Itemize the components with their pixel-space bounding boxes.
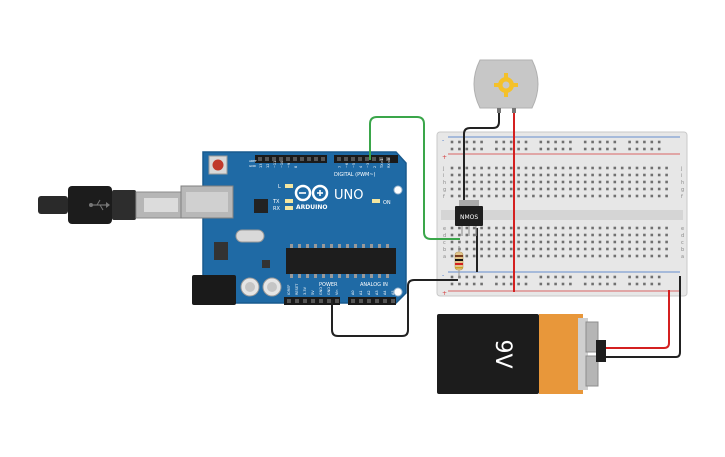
row-letter: h (681, 180, 684, 186)
led-rx-label: RX (273, 206, 280, 212)
digital-pin-label: 8 (294, 166, 298, 168)
row-letter: a (443, 254, 446, 260)
digital-pin-label: 12 (266, 164, 270, 168)
battery-9v[interactable]: 9V (437, 314, 606, 394)
arduino-brand-text: ARDUINO (296, 204, 327, 211)
row-letter: d (681, 233, 684, 239)
analog-pin-label: A1 (359, 290, 363, 295)
analog-pin-label: A2 (367, 290, 371, 295)
analog-pin-label: A5 (391, 290, 395, 295)
power-pin-label: GND (319, 287, 323, 295)
row-letter: h (443, 180, 446, 186)
uno-logo-text: UNO (334, 188, 363, 203)
digital-pin-label: ~11 (273, 161, 277, 168)
digital-pin-label: 13 (259, 164, 263, 168)
aref-label: AREF (249, 159, 257, 163)
digital-pin-label: 4 (359, 165, 363, 168)
power-pin-label: IOREF (287, 285, 291, 295)
power-pin-label: 5V (311, 290, 315, 295)
digital-pin-label: 2 (373, 166, 377, 168)
analog-pin-label: A3 (375, 290, 379, 295)
analog-in-label: ANALOG IN (360, 282, 388, 288)
wire-black-motor[interactable] (463, 110, 500, 212)
wire-black-gnd[interactable] (331, 279, 458, 337)
analog-pin-label: A4 (383, 290, 387, 295)
row-letter: j (442, 166, 444, 172)
digital-pin-label: RX<0 (387, 158, 391, 168)
power-pin-label: 3.3V (303, 286, 307, 295)
rail-plus-bottom: + (442, 290, 447, 297)
analog-pin-labels: A0 A1 A2 A3 A4 A5 (351, 290, 395, 295)
nmos-transistor[interactable]: NMOS (455, 200, 483, 236)
wire-red-battery[interactable] (604, 290, 670, 349)
row-letter: i (681, 173, 682, 179)
row-letter: d (443, 233, 446, 239)
gnd-top-label: GND (249, 164, 257, 168)
row-letter: e (443, 226, 446, 232)
digital-pin-label: ~3 (366, 163, 370, 168)
led-tx-label: TX (272, 199, 280, 205)
reset-button[interactable] (212, 159, 224, 171)
rail-minus-bottom: - (442, 272, 444, 279)
wire-black-battery[interactable] (604, 276, 681, 358)
nmos-label: NMOS (460, 214, 478, 221)
row-letter: j (680, 166, 682, 172)
rail-plus-top: + (442, 154, 447, 161)
row-letter: g (681, 187, 684, 193)
power-pin-label: Vin (335, 289, 339, 295)
digital-pwm-label: DIGITAL (PWM~) (334, 172, 376, 178)
row-letter: c (681, 240, 684, 246)
usb-cable[interactable] (38, 186, 185, 224)
dc-power-jack[interactable] (192, 275, 236, 305)
power-pin-labels: IOREF RESET 3.3V 5V GND GND Vin (287, 283, 339, 295)
dc-motor[interactable] (473, 59, 539, 113)
battery-label: 9V (490, 339, 515, 368)
on-label: ON (383, 200, 391, 206)
row-letter: b (681, 247, 684, 253)
digital-pin-label: ~9 (287, 163, 291, 168)
row-letter: f (443, 194, 445, 200)
usb-icon (89, 199, 110, 211)
arduino-uno-board[interactable]: L TX RX ON UNO ARDUINO DIGITAL (PWM~) PO… (180, 151, 407, 305)
motor-gear-icon (494, 73, 518, 97)
atmega-chip (286, 248, 396, 274)
digital-pin-label: ~6 (345, 163, 349, 168)
row-letter: c (443, 240, 446, 246)
row-letter: a (681, 254, 684, 260)
row-letter: b (443, 247, 446, 253)
wire-green[interactable] (369, 116, 460, 240)
digital-pin-label: TX>1 (380, 158, 384, 169)
row-letter: g (443, 187, 446, 193)
power-header-label: POWER (319, 282, 338, 288)
analog-pin-label: A0 (351, 290, 355, 295)
digital-pin-label: 7 (338, 166, 342, 168)
digital-pin-label: ~10 (280, 161, 284, 168)
arduino-infinity-logo (294, 184, 329, 202)
power-pin-label: GND (327, 287, 331, 295)
breadboard-holes (450, 140, 668, 286)
resistor[interactable] (454, 246, 464, 278)
row-letter: i (443, 173, 444, 179)
row-letter: e (681, 226, 684, 232)
rail-minus-top: - (442, 137, 444, 144)
row-letter: f (681, 194, 683, 200)
power-pin-label: RESET (295, 283, 299, 295)
led-l-label: L (278, 184, 281, 190)
digital-pin-label: ~5 (352, 163, 356, 168)
